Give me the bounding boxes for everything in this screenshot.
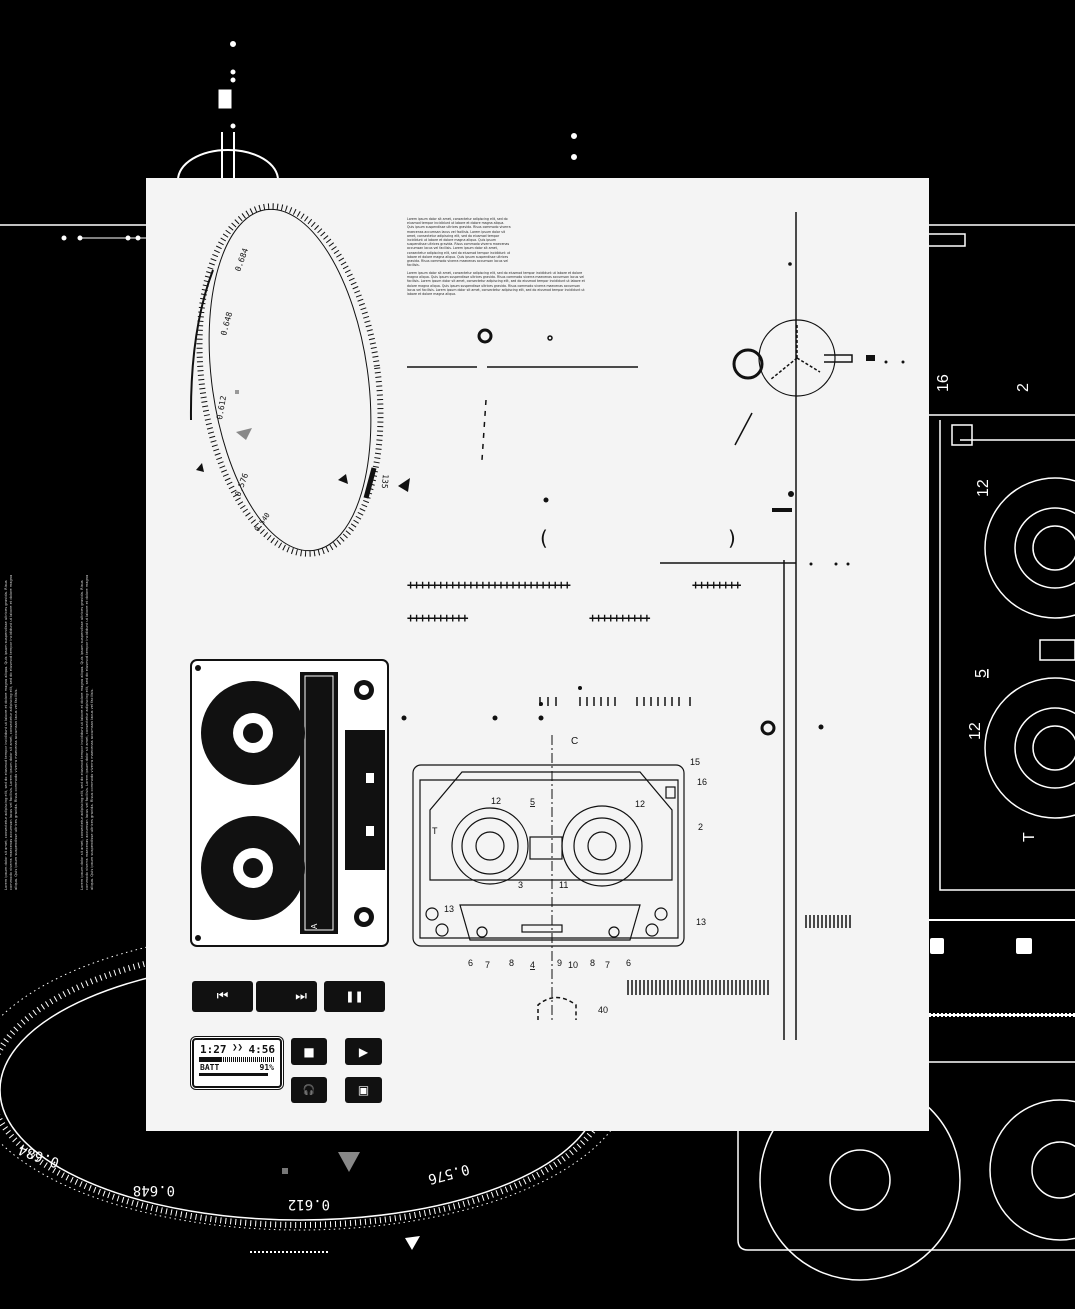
direction-indicator: ❯❯ <box>232 1043 243 1053</box>
diagram-label: 6 <box>468 958 473 968</box>
stop-button[interactable]: ■ <box>291 1038 327 1065</box>
dial-label: 0.612 <box>215 395 228 420</box>
headphones-button[interactable]: 🎧 <box>291 1077 327 1103</box>
battery-label: BATT <box>200 1063 220 1072</box>
diagram-label: 40 <box>598 1005 608 1015</box>
diagram-label: 7 <box>485 960 490 970</box>
tilted-dial <box>189 203 410 557</box>
lorem-paragraph-1: Lorem ipsum dolor sit amet, consectetur … <box>407 217 511 268</box>
battery-value: 91% <box>259 1063 274 1072</box>
pause-button[interactable]: ❚❚ <box>324 981 385 1012</box>
diagram-label: 12 <box>635 799 645 809</box>
diagram-label: 2 <box>698 822 703 832</box>
next-track-button[interactable]: ⏭ <box>256 981 317 1012</box>
diagram-label: T <box>432 826 438 836</box>
diagram-label: 4 <box>530 960 535 970</box>
dial-label: 0.684 <box>233 247 250 273</box>
diagram-label: 16 <box>697 777 707 787</box>
dial-label: 0.648 <box>219 311 234 337</box>
diagram-label: 12 <box>975 479 992 497</box>
plus-row: +++++++++++++++++++++++++++ <box>407 578 571 592</box>
background-diagram-labels: 16 2 12 5 12 T <box>935 374 1038 842</box>
pause-icon: ❚❚ <box>345 990 364 1003</box>
dots <box>401 262 905 730</box>
cassette-technical-diagram <box>412 764 685 947</box>
plus-row: ++++++++++ <box>407 611 468 625</box>
track-progress-bar <box>199 1057 275 1062</box>
diagram-label: 6 <box>626 958 631 968</box>
image-button[interactable]: ▣ <box>345 1077 382 1103</box>
battery-fill <box>199 1073 269 1076</box>
diagram-label: 2 <box>1015 383 1032 392</box>
diagram-label: 12 <box>491 796 501 806</box>
headphones-icon: 🎧 <box>302 1084 316 1096</box>
diagram-label: 13 <box>696 917 706 927</box>
poster-panel <box>146 178 929 1131</box>
lorem-paragraph-2: Lorem ipsum dolor sit amet, consectetur … <box>407 271 585 297</box>
barcode-ticks <box>539 697 851 995</box>
plus-row: ++++++++++ <box>589 611 650 625</box>
track-progress-fill <box>199 1057 222 1062</box>
diagram-label: T <box>1021 832 1038 842</box>
diagram-label: 8 <box>509 958 514 968</box>
diagram-label: 7 <box>605 960 610 970</box>
cassette-illustration: A <box>190 659 389 947</box>
lcd-display: 1:27 ❯❯ 4:56 BATT 91% <box>192 1038 282 1088</box>
top-decoration <box>0 41 1075 247</box>
diagram-label: C <box>571 736 578 747</box>
plus-row: ++++++++ <box>692 578 741 592</box>
stop-icon: ■ <box>303 1044 315 1059</box>
background-cassette-diagram <box>737 414 1075 1281</box>
diagram-label: 11 <box>559 880 568 890</box>
previous-icon: ⏮ <box>216 989 229 1004</box>
diagram-labels: C 15 16 2 12 5 12 T 3 11 13 13 6 7 8 4 9… <box>432 736 707 1015</box>
right-bracket: ) <box>728 526 736 550</box>
dial-label: 0.612 <box>288 1196 330 1212</box>
diagram-label: 3 <box>518 880 523 890</box>
diagram-label: 16 <box>935 374 952 392</box>
dial-label: 0.648 <box>133 1182 175 1198</box>
diagram-label: 13 <box>444 904 454 914</box>
diagram-label: 12 <box>967 722 984 740</box>
total-time: 4:56 <box>248 1043 276 1056</box>
previous-track-button[interactable]: ⏮ <box>192 981 253 1012</box>
cassette-side-label: A <box>310 923 319 929</box>
next-icon: ⏭ <box>295 989 307 1004</box>
elapsed-time: 1:27 <box>200 1043 227 1056</box>
diagram-label: 5 <box>530 797 535 807</box>
battery-bar <box>199 1073 275 1076</box>
tilted-dial-labels: 0.684 0.648 0.612 0.576 0.540 135 <box>215 247 390 533</box>
diagram-label: 9 <box>557 958 562 968</box>
play-icon: ▶ <box>358 1044 369 1059</box>
dial-label: 135 <box>380 474 390 489</box>
diagram-label: 8 <box>590 958 595 968</box>
image-icon: ▣ <box>357 1083 370 1097</box>
misc-lines <box>407 212 853 1040</box>
diagram-label: 15 <box>690 757 700 767</box>
diagram-label: 5 <box>973 669 990 678</box>
play-button[interactable]: ▶ <box>345 1038 382 1065</box>
diagram-label: 10 <box>568 960 578 970</box>
left-bracket: ( <box>540 526 548 550</box>
